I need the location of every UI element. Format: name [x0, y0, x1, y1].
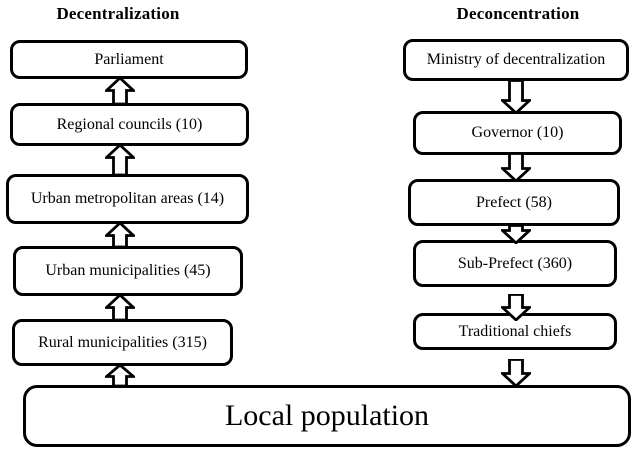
node-parliament: Parliament — [10, 40, 248, 79]
node-governor: Governor (10) — [413, 111, 622, 155]
up-arrow-icon — [105, 364, 135, 387]
node-rural-municipalities: Rural municipalities (315) — [12, 319, 233, 366]
node-urban-metropolitan-areas: Urban metropolitan areas (14) — [6, 174, 249, 224]
node-regional-councils: Regional councils (10) — [10, 103, 249, 146]
down-arrow-icon — [501, 80, 531, 114]
node-local-population: Local population — [23, 385, 631, 447]
up-arrow-icon — [105, 144, 135, 176]
node-sub-prefect: Sub-Prefect (360) — [413, 240, 617, 287]
up-arrow-icon — [105, 222, 135, 248]
down-arrow-icon — [501, 359, 531, 387]
down-arrow-icon — [501, 225, 531, 244]
node-ministry-of-decentralization: Ministry of decentralization — [403, 39, 629, 81]
up-arrow-icon — [105, 294, 135, 321]
down-arrow-icon — [501, 294, 531, 321]
left-column-heading: Decentralization — [56, 4, 180, 23]
up-arrow-icon — [105, 77, 135, 105]
node-prefect: Prefect (58) — [408, 179, 620, 226]
right-column-heading: Deconcentration — [456, 4, 580, 23]
node-urban-municipalities: Urban municipalities (45) — [13, 246, 243, 296]
down-arrow-icon — [501, 153, 531, 182]
